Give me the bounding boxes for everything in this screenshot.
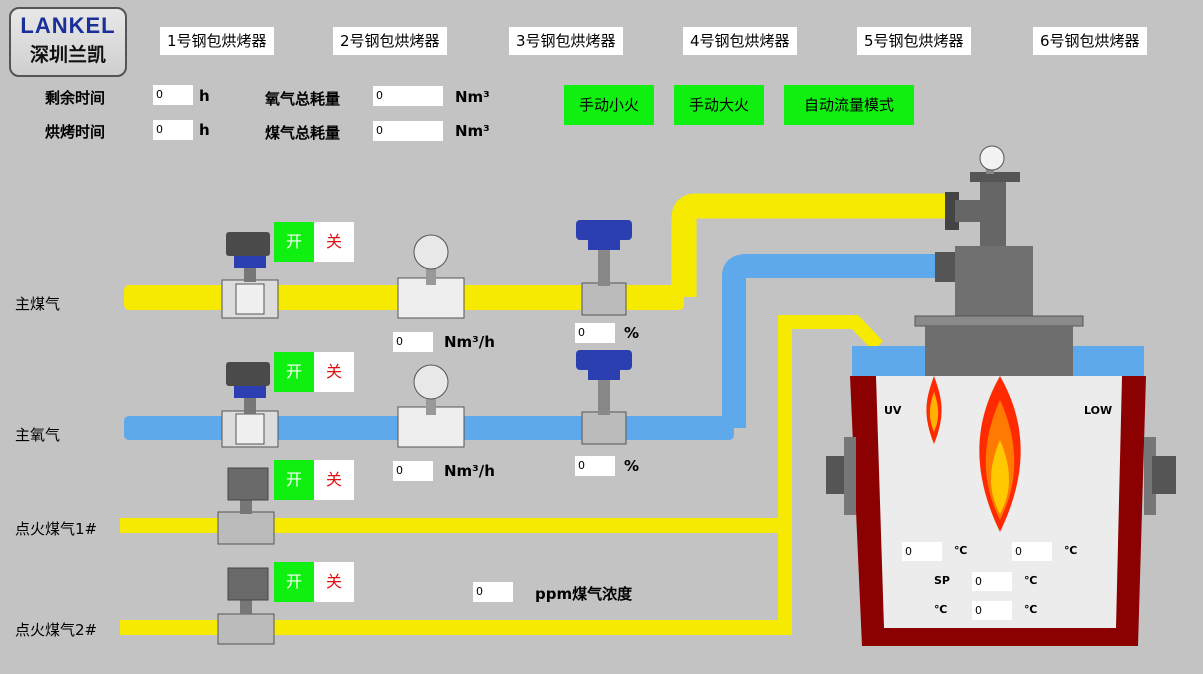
temp-right-unit: ℃ [1064, 544, 1078, 557]
gas-control-valve [576, 220, 632, 316]
temp-left-unit: ℃ [954, 544, 968, 557]
bake-time-value: 0 [153, 120, 193, 140]
main-gas-off-button[interactable]: 关 [314, 222, 354, 262]
ignition-valve-2 [217, 567, 275, 645]
oxygen-total-label: 氧气总耗量 [265, 90, 341, 108]
manual-low-fire-button[interactable]: 手动小火 [564, 85, 654, 125]
gas-total-unit: Nm³ [455, 122, 490, 140]
oxygen-flowmeter [397, 364, 465, 448]
temp-left-value: 0 [902, 542, 942, 561]
main-gas-switch: 开 关 [274, 222, 354, 262]
ignition-1-off-button[interactable]: 关 [314, 460, 354, 500]
gas-total-value: 0 [373, 121, 443, 141]
tab-heater-5[interactable]: 5号钢包烘烤器 [857, 27, 971, 55]
ignition-gas-1-label: 点火煤气1# [15, 520, 98, 538]
ignition-1-on-button[interactable]: 开 [274, 460, 314, 500]
main-gas-label: 主煤气 [15, 295, 61, 313]
gas-concentration-value: 0 [473, 582, 513, 602]
company-logo: LANKEL 深圳兰凯 [9, 7, 127, 77]
tab-heater-6[interactable]: 6号钢包烘烤器 [1033, 27, 1147, 55]
bottom-temp-value: 0 [972, 601, 1012, 620]
sp-unit: ℃ [1024, 574, 1038, 587]
remaining-time-label: 剩余时间 [45, 89, 106, 107]
bake-time-label: 烘烤时间 [45, 123, 106, 141]
gas-total-label: 煤气总耗量 [265, 124, 341, 142]
ignition-2-off-button[interactable]: 关 [314, 562, 354, 602]
uv-label: UV [884, 404, 902, 417]
ignition-valve-1 [217, 467, 275, 545]
main-oxygen-on-button[interactable]: 开 [274, 352, 314, 392]
low-label: LOW [1084, 404, 1113, 417]
sp-label: SP [934, 574, 950, 587]
bottom-temp-unit-right: ℃ [1024, 603, 1038, 616]
main-oxygen-switch: 开 关 [274, 352, 354, 392]
manual-high-fire-button[interactable]: 手动大火 [674, 85, 764, 125]
tab-heater-4[interactable]: 4号钢包烘烤器 [683, 27, 797, 55]
main-oxygen-off-button[interactable]: 关 [314, 352, 354, 392]
tab-heater-3[interactable]: 3号钢包烘烤器 [509, 27, 623, 55]
gas-valve-opening-value: 0 [575, 323, 615, 343]
ignition-gas-pipes [120, 315, 884, 635]
ignition-1-switch: 开 关 [274, 460, 354, 500]
burner-assembly [914, 145, 1084, 376]
gas-concentration-label: ppm煤气浓度 [535, 585, 633, 603]
main-gas-on-button[interactable]: 开 [274, 222, 314, 262]
tab-heater-1[interactable]: 1号钢包烘烤器 [160, 27, 274, 55]
gas-flowmeter [397, 234, 465, 319]
gas-flow-value: 0 [393, 332, 433, 352]
oxygen-flow-unit: Nm³/h [444, 462, 495, 480]
ignition-2-switch: 开 关 [274, 562, 354, 602]
remaining-time-unit: h [199, 87, 210, 105]
bottom-temp-unit-left: ℃ [934, 603, 948, 616]
auto-flow-mode-button[interactable]: 自动流量模式 [784, 85, 914, 125]
flame-icon [926, 376, 1021, 532]
ignition-2-on-button[interactable]: 开 [274, 562, 314, 602]
oxygen-control-valve [576, 350, 632, 445]
remaining-time-value: 0 [153, 85, 193, 105]
oxygen-total-unit: Nm³ [455, 88, 490, 106]
oxygen-valve-opening-value: 0 [575, 456, 615, 476]
gas-flow-unit: Nm³/h [444, 333, 495, 351]
logo-subtitle: 深圳兰凯 [29, 44, 106, 66]
gas-valve-opening-unit: % [624, 324, 640, 342]
bake-time-unit: h [199, 121, 210, 139]
oxygen-valve-opening-unit: % [624, 457, 640, 475]
main-oxygen-label: 主氧气 [15, 426, 61, 444]
oxygen-shutoff-valve [221, 362, 279, 448]
oxygen-flow-value: 0 [393, 461, 433, 481]
ignition-gas-2-label: 点火煤气2# [15, 621, 98, 639]
sp-value: 0 [972, 572, 1012, 591]
logo-brand: LANKEL [20, 13, 116, 38]
temp-right-value: 0 [1012, 542, 1052, 561]
oxygen-total-value: 0 [373, 86, 443, 106]
gas-shutoff-valve [221, 232, 279, 319]
tab-heater-2[interactable]: 2号钢包烘烤器 [333, 27, 447, 55]
